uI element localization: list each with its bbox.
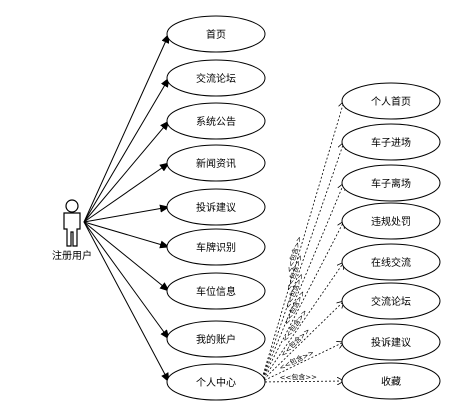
use-case-label: 首页 (206, 28, 226, 41)
use-case-car-entry: 车子进场 (341, 123, 441, 161)
include-line-personal-home (260, 101, 344, 383)
use-case-car-exit: 车子离场 (341, 164, 441, 202)
use-case-personal-home: 个人首页 (341, 82, 441, 120)
use-case-account: 我的账户 (166, 320, 266, 358)
association-lines (83, 33, 170, 383)
use-case-parking: 车位信息 (166, 272, 266, 310)
use-case-forum2: 交流论坛 (341, 282, 441, 320)
actor-label: 注册用户 (52, 249, 92, 262)
use-case-label: 违规处罚 (371, 215, 411, 228)
actor-registered-user: 注册用户 (52, 199, 92, 262)
association-line-forum (83, 77, 170, 223)
include-relations: <<包含>><<包含>><<包含>><<包含>><<包含>><<包含>><<包含… (260, 101, 344, 383)
association-line-news (83, 162, 170, 223)
use-case-violation: 违规处罚 (341, 202, 441, 240)
use-case-label: 个人中心 (196, 376, 236, 389)
use-case-center: 个人中心 (166, 363, 266, 401)
association-line-center (83, 221, 170, 383)
use-case-news: 新闻资讯 (166, 144, 266, 182)
include-line-complaint2 (260, 342, 344, 383)
use-case-complaint2: 投诉建议 (341, 323, 441, 361)
association-line-account (83, 221, 170, 340)
use-case-label: 车牌识别 (196, 241, 236, 254)
use-case-label: 车子离场 (371, 177, 411, 190)
use-case-label: 投诉建议 (371, 336, 411, 349)
use-case-online-chat: 在线交流 (341, 243, 441, 281)
use-case-home: 首页 (166, 15, 266, 53)
use-case-forum: 交流论坛 (166, 59, 266, 97)
use-case-announcement: 系统公告 (166, 102, 266, 140)
use-case-label: 在线交流 (371, 256, 411, 269)
association-line-home (83, 33, 170, 223)
use-case-label: 个人首页 (371, 95, 411, 108)
use-case-plate: 车牌识别 (166, 228, 266, 266)
use-case-label: 交流论坛 (371, 295, 411, 308)
include-line-forum2 (260, 301, 344, 383)
association-line-plate (83, 221, 170, 249)
use-case-label: 新闻资讯 (196, 157, 236, 170)
use-case-complaint: 投诉建议 (166, 188, 266, 226)
use-case-label: 收藏 (381, 375, 401, 388)
association-line-parking (83, 221, 170, 292)
use-case-label: 我的账户 (196, 333, 236, 346)
include-line-online-chat (260, 262, 344, 383)
use-case-label: 车子进场 (371, 136, 411, 149)
use-case-label: 系统公告 (196, 115, 236, 128)
association-line-complaint (83, 204, 170, 223)
use-case-label: 车位信息 (196, 285, 236, 298)
association-line-announcement (83, 120, 170, 223)
include-label: <<包含>> (280, 372, 318, 381)
use-case-label: 投诉建议 (196, 201, 236, 214)
use-case-favorites: 收藏 (341, 362, 441, 400)
use-case-label: 交流论坛 (196, 72, 236, 85)
include-line-favorites (260, 381, 344, 382)
